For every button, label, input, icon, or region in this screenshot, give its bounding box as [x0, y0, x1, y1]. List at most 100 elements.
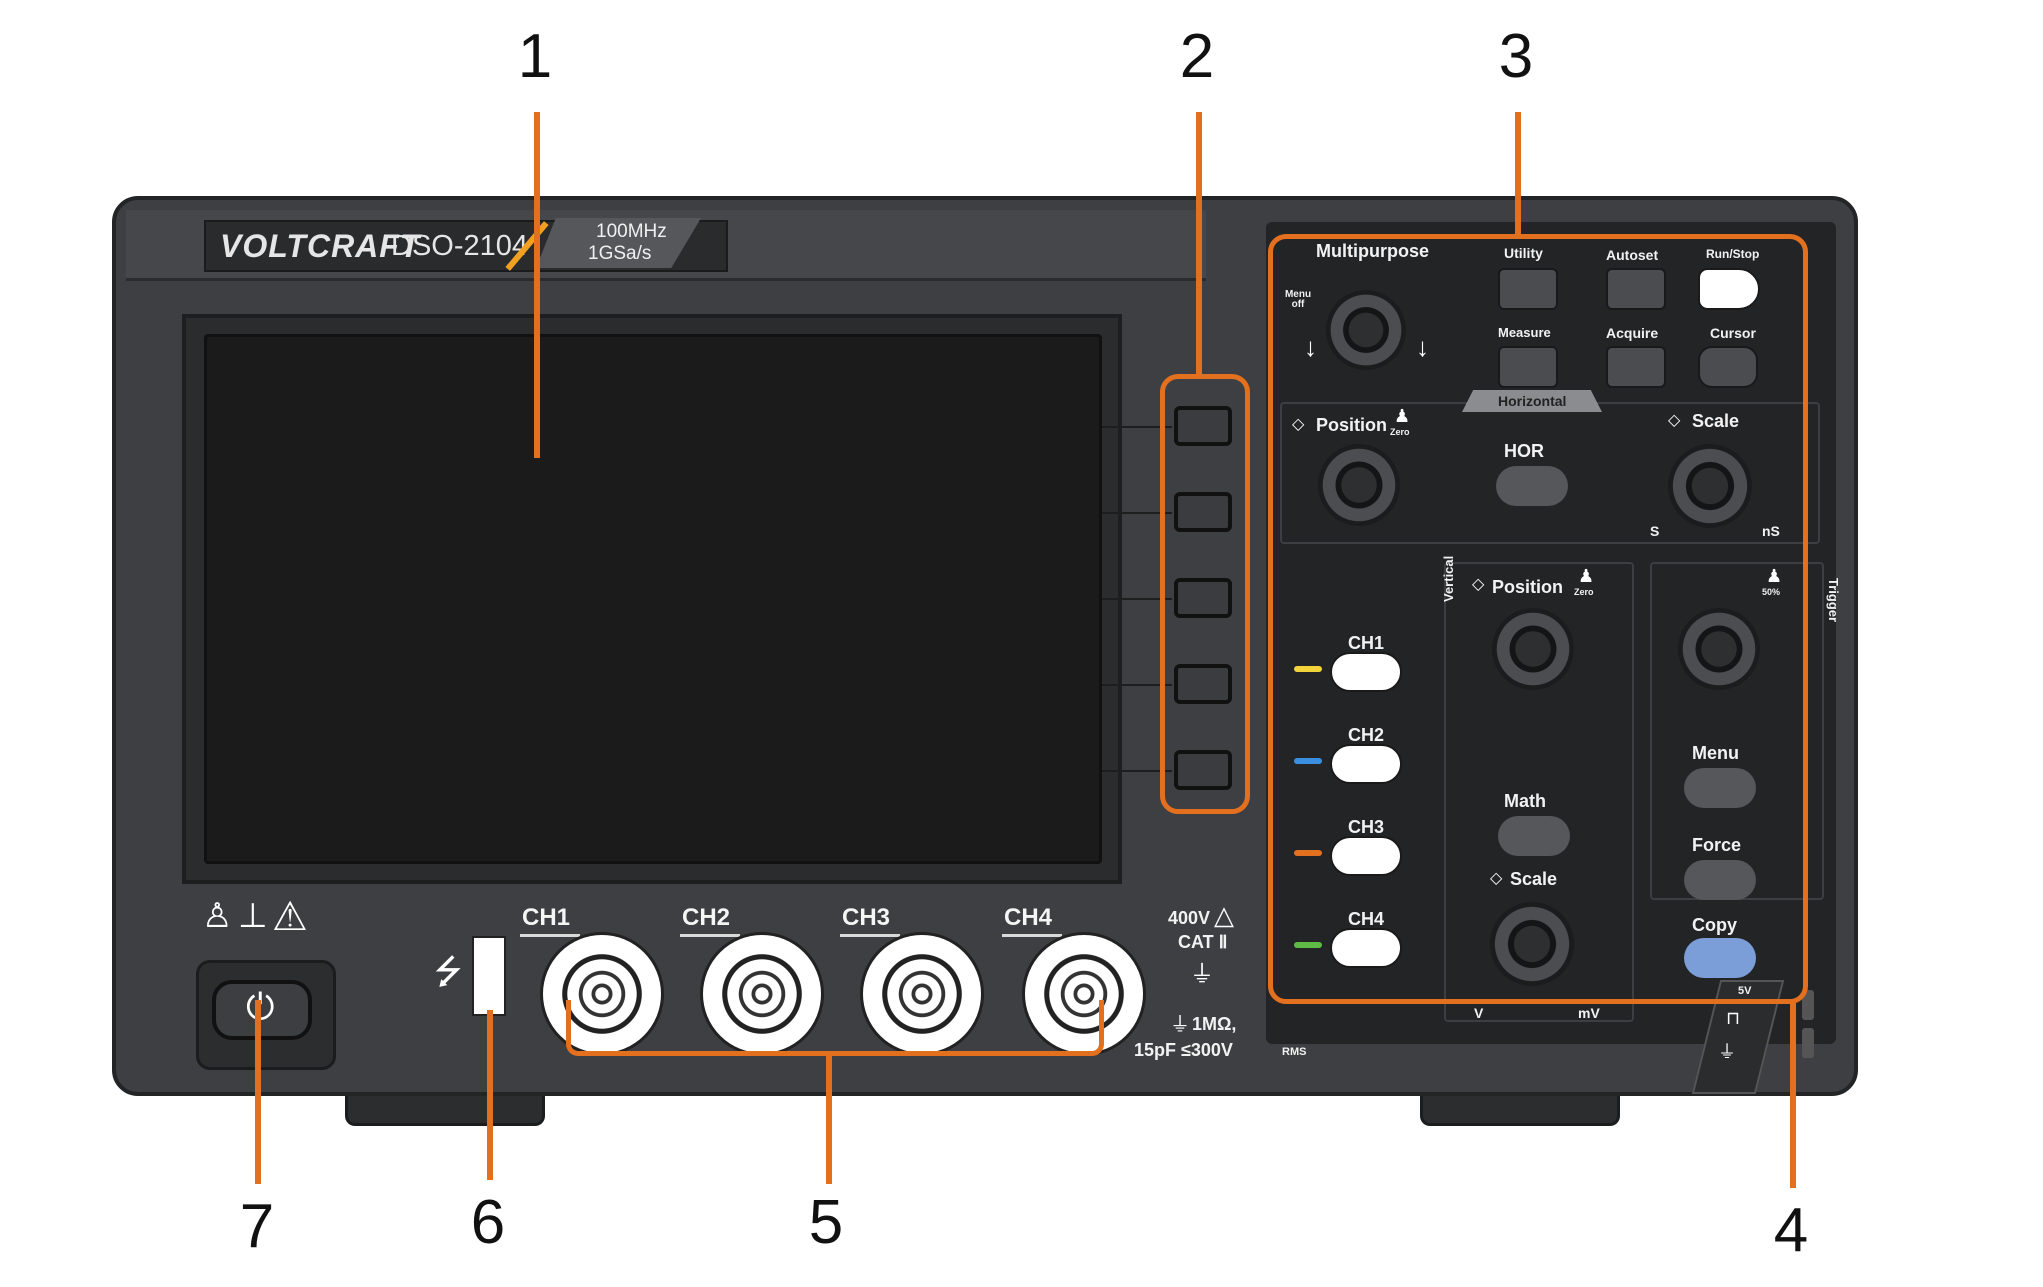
rating-impedance: 1MΩ,	[1192, 1014, 1237, 1034]
ch4-button[interactable]	[1330, 928, 1402, 968]
oscilloscope-body: VOLTCRAFT DSO-2104 100MHz 1GSa/s Multipu…	[112, 196, 1858, 1096]
callout-3-leader	[1515, 112, 1521, 236]
menu-off-label: Menu off	[1284, 289, 1312, 310]
ch4-input-label: CH4	[1004, 904, 1053, 931]
ch1-underline	[520, 934, 580, 937]
horizontal-tab	[1462, 390, 1602, 412]
ch1-bnc-center	[557, 949, 647, 1039]
model-name: DSO-2104	[391, 230, 529, 262]
callout-6: 6	[470, 1188, 506, 1257]
usb-host-port[interactable]	[472, 936, 506, 1016]
softkey-1[interactable]	[1174, 406, 1232, 446]
fifty-percent-label: 50%	[1762, 587, 1781, 597]
ch3-input-label: CH3	[842, 904, 891, 931]
v-position-knob[interactable]	[1492, 608, 1574, 690]
hor-button[interactable]	[1496, 466, 1568, 506]
ch3-panel-label: CH3	[1348, 817, 1385, 837]
ch4-bnc-center	[1039, 949, 1129, 1039]
control-panel: Multipurpose Menu off ↓ ↓ Utility Autose…	[1266, 222, 1841, 1044]
run-stop-button[interactable]	[1698, 268, 1760, 310]
trigger-label: Trigger	[1826, 578, 1841, 623]
multipurpose-knob[interactable]	[1326, 290, 1406, 370]
five-volt-label: 5V	[1738, 985, 1752, 997]
math-button[interactable]	[1498, 816, 1570, 856]
h-position-label: Position	[1316, 415, 1387, 435]
ch2-led	[1294, 758, 1322, 764]
softkey-5[interactable]	[1174, 750, 1232, 790]
h-position-knob[interactable]	[1318, 444, 1400, 526]
run-stop-label: Run/Stop	[1706, 247, 1760, 261]
callout-4-leader	[1790, 1000, 1796, 1188]
acquire-button[interactable]	[1606, 346, 1666, 388]
softkey-2[interactable]	[1174, 492, 1232, 532]
horizontal-label: Horizontal	[1498, 393, 1567, 409]
spec-sampling: 1GSa/s	[588, 243, 652, 264]
softkey-guide-1	[1102, 426, 1172, 428]
autoset-label: Autoset	[1606, 247, 1659, 263]
force-button[interactable]	[1684, 860, 1756, 900]
v-zero-label: Zero	[1574, 587, 1594, 597]
softkey-4[interactable]	[1174, 664, 1232, 704]
ch2-button[interactable]	[1330, 744, 1402, 784]
trigger-menu-button[interactable]	[1684, 768, 1756, 808]
ch3-button[interactable]	[1330, 836, 1402, 876]
utility-button[interactable]	[1498, 268, 1558, 310]
trigger-level-knob[interactable]	[1678, 608, 1760, 690]
v-scale-knob[interactable]	[1490, 902, 1574, 986]
ch3-led	[1294, 850, 1322, 856]
v-scale-label: Scale	[1510, 869, 1558, 889]
ch1-button[interactable]	[1330, 652, 1402, 692]
softkey-guide-4	[1102, 684, 1172, 686]
ch3-underline	[840, 934, 900, 937]
impedance-ground-icon: ⏚	[1170, 1014, 1190, 1036]
acquire-label: Acquire	[1606, 325, 1659, 341]
v-position-label: Position	[1492, 577, 1563, 597]
cursor-button[interactable]	[1698, 346, 1758, 388]
device-foot-left	[345, 1090, 545, 1126]
copy-button[interactable]	[1684, 938, 1756, 978]
s-unit-label: S	[1650, 523, 1660, 539]
ch4-underline	[1002, 934, 1062, 937]
lcd-display	[204, 334, 1102, 864]
callout-2: 2	[1179, 22, 1215, 91]
v-unit-label: V	[1474, 1005, 1484, 1021]
usb-icon: ⭍	[434, 953, 463, 991]
warning-icon: ⚠	[272, 895, 308, 939]
rating-voltage: 400V	[1168, 908, 1211, 928]
ch4-led	[1294, 942, 1322, 948]
device-foot-right	[1420, 1090, 1620, 1126]
math-label: Math	[1504, 791, 1546, 811]
ch1-panel-label: CH1	[1348, 633, 1385, 653]
ch1-bnc-input[interactable]	[540, 932, 664, 1056]
softkey-3[interactable]	[1174, 578, 1232, 618]
ch3-bnc-center	[877, 949, 967, 1039]
vertical-section	[1444, 562, 1634, 1022]
callout-1-leader	[534, 112, 540, 458]
spec-bandwidth: 100MHz	[596, 221, 667, 242]
ch2-bnc-input[interactable]	[700, 932, 824, 1056]
measure-button[interactable]	[1498, 346, 1558, 388]
cursor-label: Cursor	[1710, 325, 1756, 341]
h-zero-label: Zero	[1390, 427, 1410, 437]
probe-comp-terminal-top[interactable]	[1802, 990, 1814, 1020]
ch1-input-label: CH1	[522, 904, 571, 931]
ch4-bnc-input[interactable]	[1022, 932, 1146, 1056]
hor-label: HOR	[1504, 441, 1544, 461]
ch4-panel-label: CH4	[1348, 909, 1385, 929]
rating-warning-icon: △	[1214, 900, 1234, 930]
callout-1: 1	[517, 22, 553, 91]
callout-5-highlight	[566, 1000, 1104, 1056]
ch1-led	[1294, 666, 1322, 672]
callout-7-leader	[255, 1000, 261, 1184]
h-zero-icon: ♟	[1394, 406, 1411, 426]
ch2-panel-label: CH2	[1348, 725, 1385, 745]
power-button[interactable]: ⏻	[212, 980, 312, 1040]
utility-label: Utility	[1504, 245, 1543, 261]
autoset-button[interactable]	[1606, 268, 1666, 310]
h-scale-knob[interactable]	[1668, 444, 1752, 528]
callout-7: 7	[239, 1192, 275, 1261]
ch2-input-label: CH2	[682, 904, 731, 931]
spec-tab	[536, 218, 701, 268]
v-position-arrows-icon: ◇	[1472, 576, 1485, 593]
probe-comp-terminal-bottom[interactable]	[1802, 1028, 1814, 1058]
